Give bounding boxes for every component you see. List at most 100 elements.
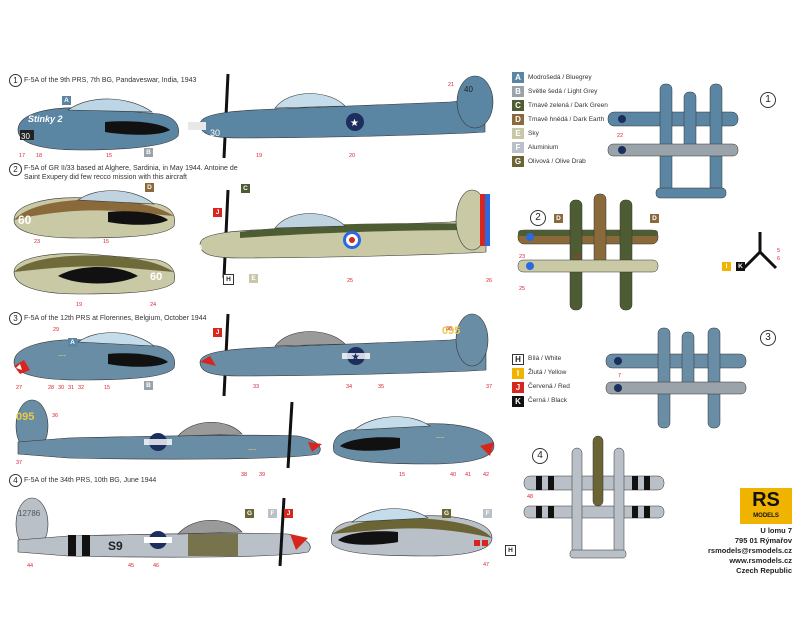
profile-1-caption: F-5A of the 9th PRS, 7th BG, Pandaveswar…: [24, 77, 197, 84]
callout: 22: [617, 133, 624, 139]
callout: 41: [465, 472, 472, 478]
callout: 26: [486, 278, 493, 284]
callout: 38: [241, 472, 248, 478]
callout: 36: [52, 413, 59, 419]
legend-label-h: Bílá / White: [528, 355, 562, 362]
profile-4-serial: 12786: [18, 509, 41, 518]
tag-g-2: G: [442, 509, 451, 518]
callout: 48: [527, 494, 534, 500]
address-email[interactable]: rsmodels@rsmodels.cz: [707, 546, 792, 555]
callout: 30: [58, 385, 65, 391]
callout: 24: [574, 254, 581, 260]
callout: 19: [256, 153, 263, 159]
callout: 42: [483, 472, 490, 478]
callout: 34: [346, 384, 353, 390]
plan-number-2: 2: [530, 210, 546, 226]
plan-view-2: [517, 193, 659, 311]
tag-b: B: [144, 148, 153, 157]
profile-4-nose-view: [331, 508, 493, 557]
tag-f-2: F: [483, 509, 492, 518]
profile-3-nose-right: ~~: [333, 416, 495, 465]
plan-view-3: [605, 327, 747, 429]
callout: 32: [78, 385, 85, 391]
tag-j-3: J: [284, 509, 293, 518]
callout: 21: [448, 82, 455, 88]
profile-2-caption: F-5A of GR II/33 based at Alghere, Sardi…: [24, 165, 238, 181]
legend-label-i: Žlutá / Yellow: [528, 369, 567, 376]
legend-swatch-c: C: [512, 100, 524, 111]
tag-c: C: [241, 184, 250, 193]
tag-b-2: B: [144, 381, 153, 390]
tag-h-2: H: [505, 545, 516, 556]
profile-3-number: 3: [9, 312, 22, 325]
profile-2-side-view: 60: [190, 189, 490, 279]
tag-e: E: [249, 274, 258, 283]
profile-4-side-view: 12786 S9: [15, 497, 311, 567]
legend-swatch-b: B: [512, 86, 524, 97]
svg-text:★: ★: [351, 352, 360, 363]
callout: 25: [519, 286, 526, 292]
profile-2-number: 2: [9, 163, 22, 176]
profile-1-nose-view: Stinky 2 30: [17, 98, 179, 151]
propeller-detail: [742, 232, 778, 270]
legend-swatch-f: F: [512, 142, 524, 153]
callout: 25: [347, 278, 354, 284]
profile-4-caption: F-5A of the 34th PRS, 10th BG, June 1944: [24, 477, 157, 484]
callout: 37: [486, 384, 493, 390]
address-country: Czech Republic: [736, 566, 792, 575]
profile-1-tail-code: 40: [464, 85, 473, 94]
svg-text:~~: ~~: [58, 353, 66, 360]
legend-label-e: Sky: [528, 130, 539, 137]
profile-2-code-a: 60: [18, 213, 32, 227]
profile-1-number: 1: [9, 74, 22, 87]
prop-tag-k: K: [736, 262, 745, 271]
legend-swatch-i: I: [512, 368, 524, 379]
profile-3-side-view: 095 ★: [199, 313, 489, 397]
plan-number-1: 1: [760, 92, 776, 108]
legend-label-a: Modrošedá / Bluegrey: [528, 74, 592, 81]
svg-text:★: ★: [350, 118, 359, 129]
profile-1-nose-code: 30: [21, 132, 30, 141]
plan-view-4: [523, 435, 665, 559]
logo-subtext: MODELS: [753, 513, 779, 519]
legend-label-f: Aluminium: [528, 144, 559, 151]
profile-2-nose-bottom: 60: [13, 253, 175, 295]
logo-text: RS: [752, 489, 780, 511]
profile-3-nose-view: ~~: [13, 332, 175, 381]
legend-swatch-g: G: [512, 156, 524, 167]
callout: 47: [483, 562, 490, 568]
svg-text:~~: ~~: [436, 435, 444, 442]
tag-j-2: J: [213, 328, 222, 337]
callout: 15: [103, 239, 110, 245]
legend-swatch-j: J: [512, 382, 524, 393]
legend-label-g: Olivová / Olive Drab: [528, 158, 586, 165]
profile-3-side-view-right: 095 ~~: [15, 399, 322, 469]
callout: 45: [128, 563, 135, 569]
profile-4-code: S9: [108, 539, 123, 553]
address-line-1: U lomu 7: [760, 526, 792, 535]
address-website[interactable]: www.rsmodels.cz: [729, 556, 792, 565]
callout: 23: [34, 239, 41, 245]
plan-number-3: 3: [760, 330, 776, 346]
legend-swatch-a: A: [512, 72, 524, 83]
tag-f: F: [268, 509, 277, 518]
callout: 46: [153, 563, 160, 569]
callout: 20: [349, 153, 356, 159]
tag-g: G: [245, 509, 254, 518]
callout: 19: [76, 302, 83, 308]
callout: 31: [68, 385, 75, 391]
profile-1-side-view: 40 ★ 30: [188, 73, 494, 159]
tag-a-2: A: [68, 338, 77, 347]
profile-2-code-b: 60: [150, 271, 162, 283]
profile-4-number: 4: [9, 474, 22, 487]
callout: 15: [399, 472, 406, 478]
callout: 40: [450, 472, 457, 478]
callout: 24: [150, 302, 157, 308]
callout: 27: [16, 385, 23, 391]
profile-1-side-code: 30: [210, 128, 220, 138]
tag-d-2: D: [554, 214, 563, 223]
tag-d-3: D: [650, 214, 659, 223]
profile-2-nose-top: 60: [13, 190, 175, 239]
callout: 23: [519, 254, 526, 260]
legend-swatch-d: D: [512, 114, 524, 125]
